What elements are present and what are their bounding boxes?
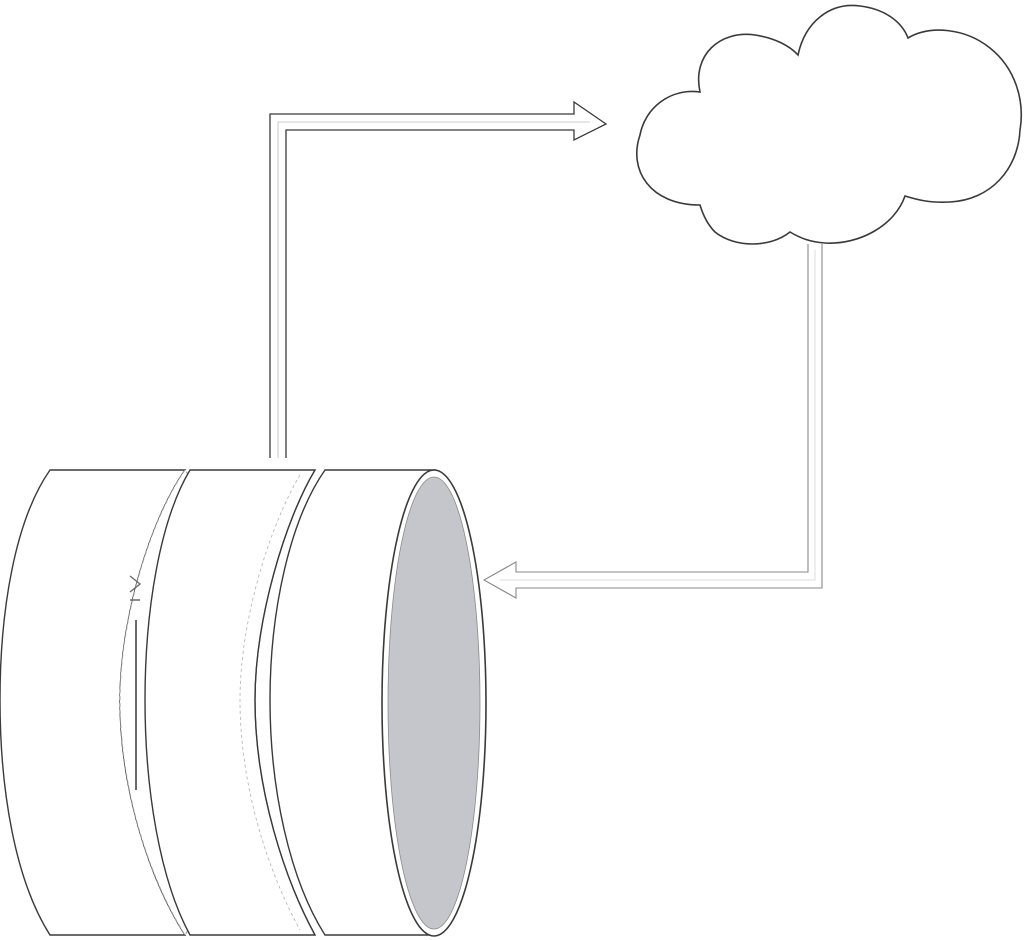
edge-database-to-cloud bbox=[269, 100, 608, 458]
disk-back-slot-mark bbox=[129, 575, 142, 601]
edge-cloud-to-database-highlight bbox=[500, 250, 816, 581]
disk-front-face-inner bbox=[387, 476, 481, 930]
edge-database-to-cloud-highlight bbox=[277, 121, 590, 458]
edge-database-to-cloud-line bbox=[269, 100, 608, 458]
disk-middle-rim bbox=[254, 469, 316, 936]
disk-middle-rim-inner bbox=[239, 474, 301, 931]
cloud-icon bbox=[636, 4, 1022, 245]
edge-cloud-to-database-line bbox=[482, 244, 823, 599]
edge-cloud-to-database bbox=[482, 244, 823, 599]
cloud-shape bbox=[636, 4, 1022, 245]
database-icon bbox=[0, 469, 487, 937]
